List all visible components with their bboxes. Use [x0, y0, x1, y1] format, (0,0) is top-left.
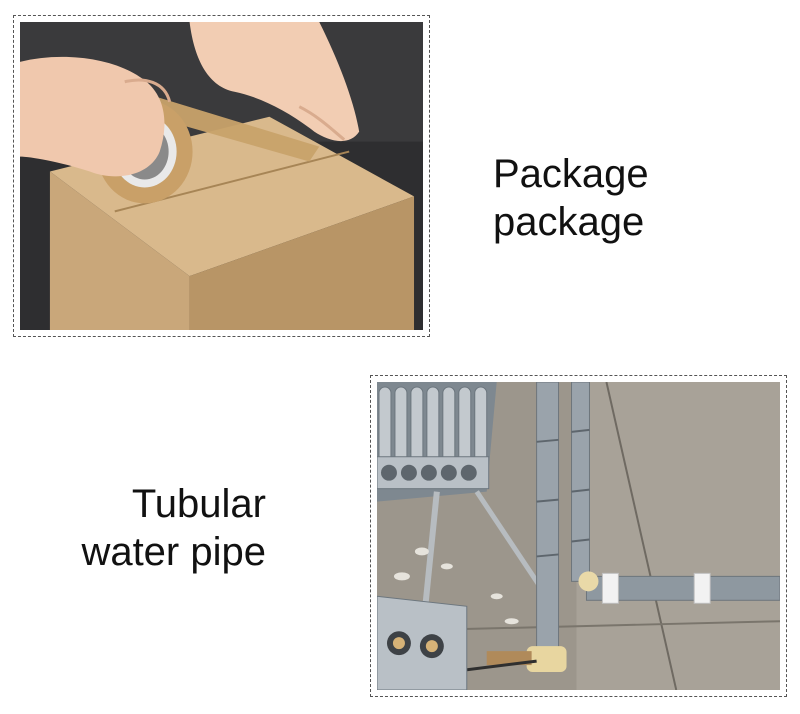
package-caption-line-2: package	[493, 200, 645, 244]
package-caption-line-1: Package	[493, 152, 649, 196]
water-pipe-caption-line-2: water pipe	[81, 530, 266, 574]
water-pipe-photo-frame	[370, 375, 787, 697]
hands-taping-box-photo	[20, 22, 423, 330]
package-photo-frame	[13, 15, 430, 337]
water-pipe-caption-line-1: Tubular	[131, 482, 266, 526]
package-caption: Package package	[493, 150, 649, 246]
water-pipe-caption: Tubular water pipe	[60, 480, 266, 576]
solar-water-pipes-photo	[377, 382, 780, 690]
